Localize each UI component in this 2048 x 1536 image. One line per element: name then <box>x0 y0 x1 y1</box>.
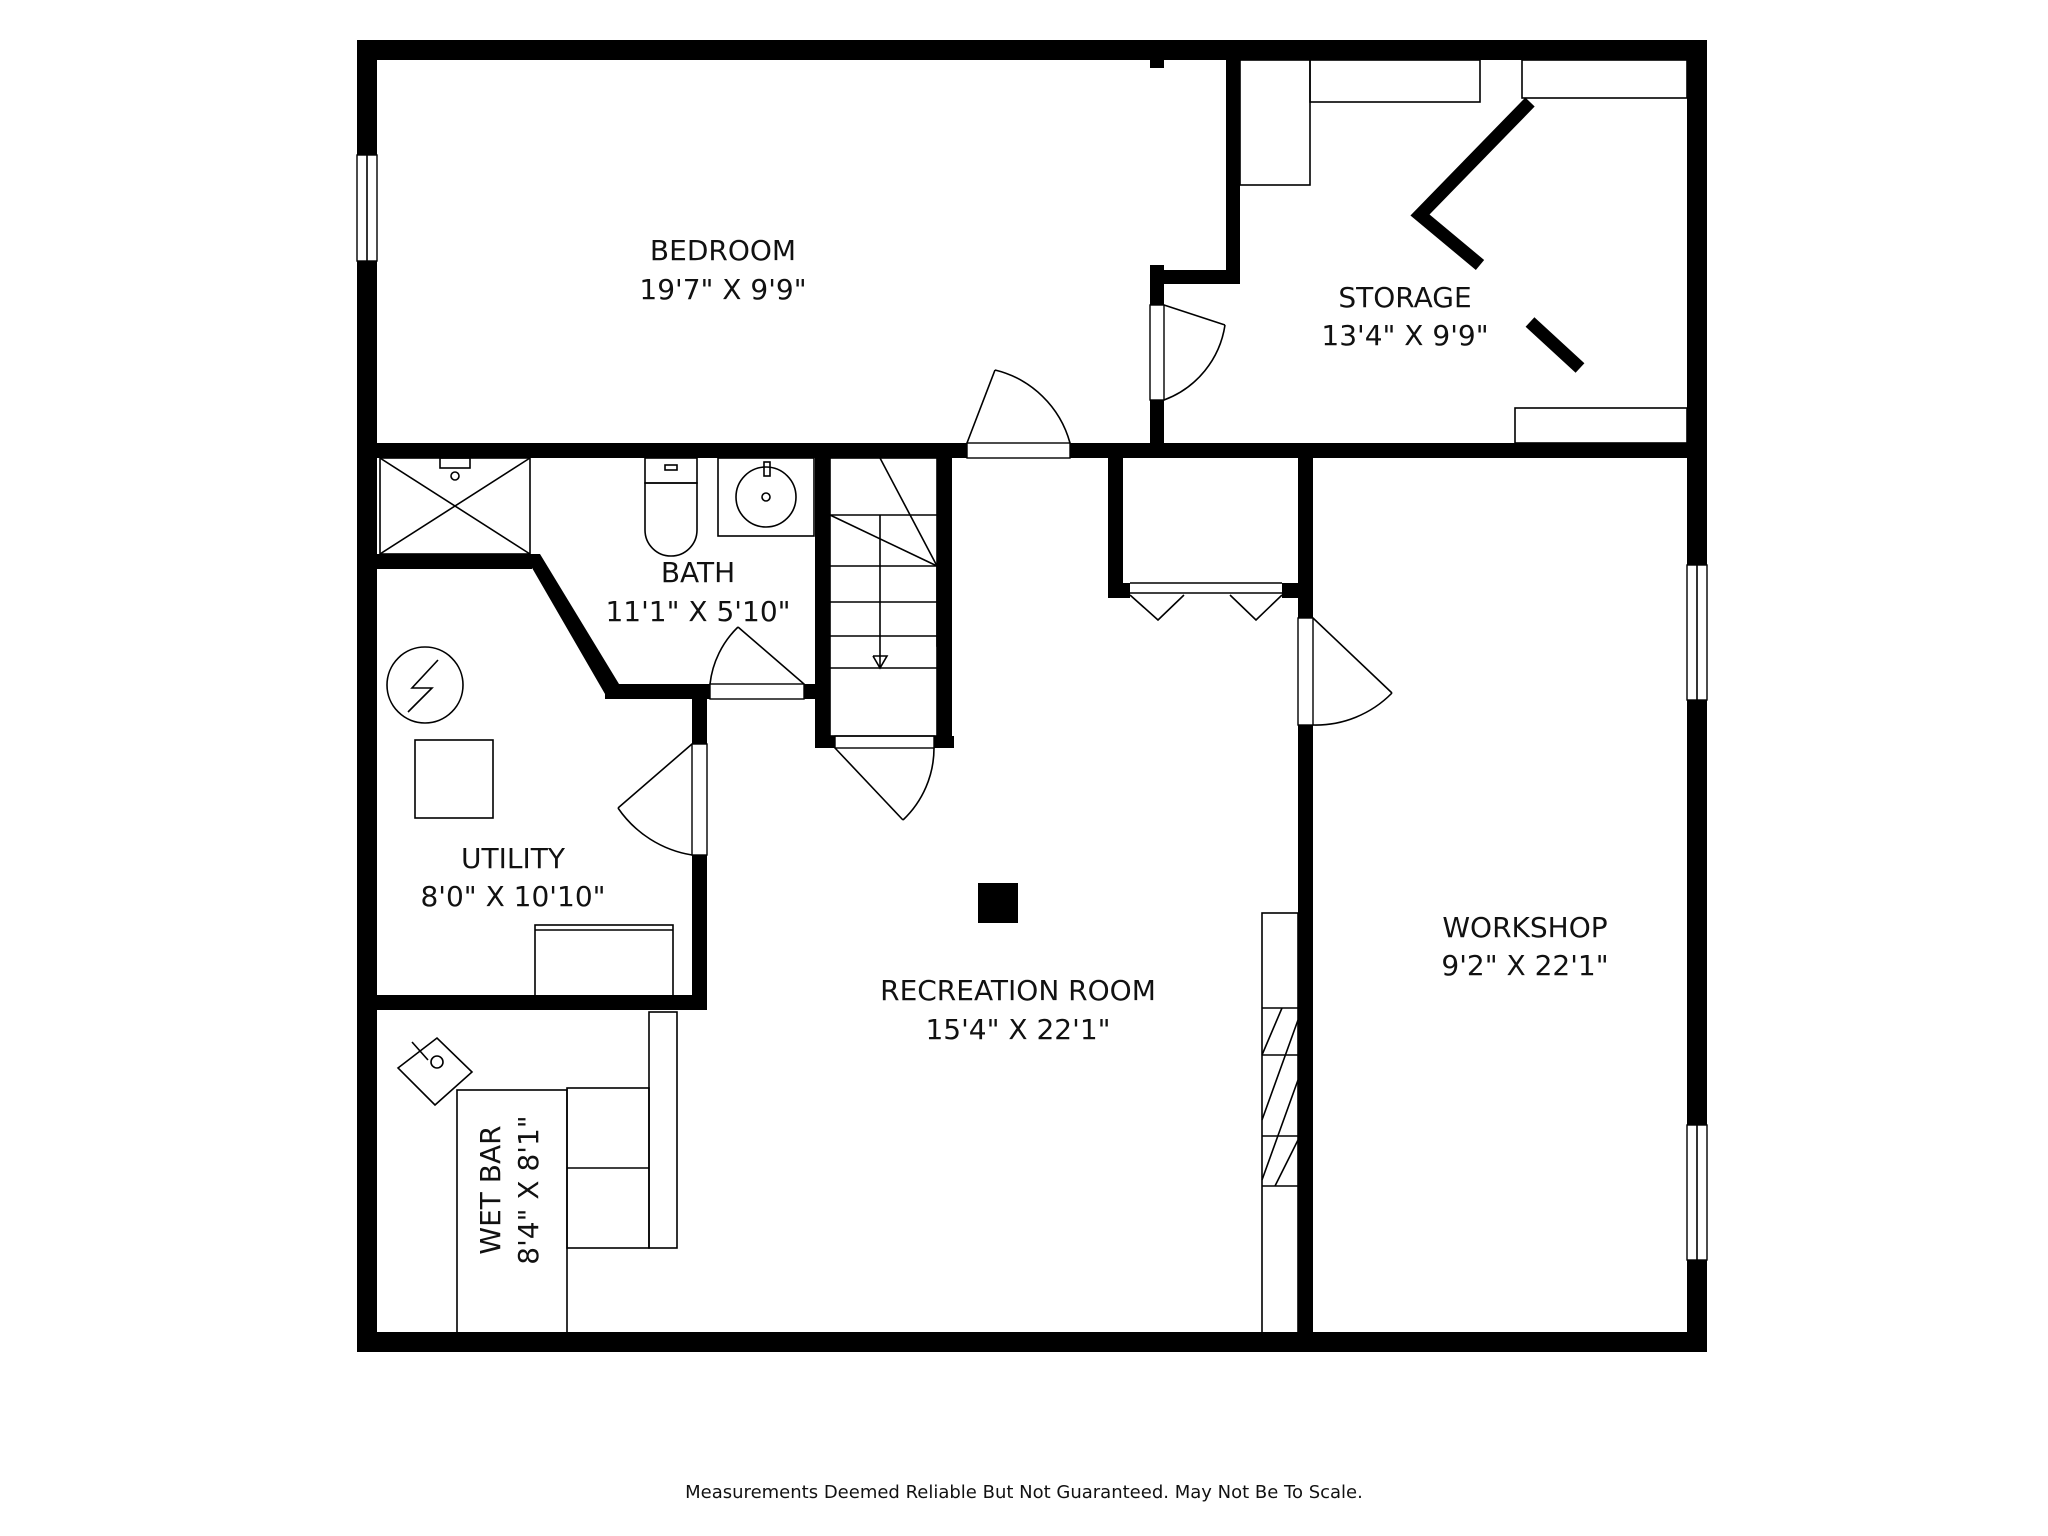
wet-bar-fixtures <box>396 1011 678 1336</box>
bath-fixtures <box>379 457 815 557</box>
utility-fixtures <box>386 646 674 1001</box>
storage-fixtures <box>1239 59 1688 444</box>
outer-walls <box>357 40 1707 1352</box>
staircase <box>829 457 948 737</box>
interior-walls <box>357 58 1707 1342</box>
room-label-bedroom: BEDROOM 19'7" X 9'9" <box>639 234 806 306</box>
windows <box>356 154 1708 1261</box>
recreation-fixtures <box>978 883 1299 1336</box>
room-dimensions: 13'4" X 9'9" <box>1321 319 1488 352</box>
room-label-recreation: RECREATION ROOM 15'4" X 22'1" <box>880 974 1156 1046</box>
room-name: UTILITY <box>461 842 566 875</box>
room-dimensions: 19'7" X 9'9" <box>639 273 806 306</box>
room-label-utility: UTILITY 8'0" X 10'10" <box>420 842 605 913</box>
room-label-wet-bar: WET BAR 8'4" X 8'1" <box>474 1115 545 1264</box>
room-name: RECREATION ROOM <box>880 974 1156 1007</box>
room-name: STORAGE <box>1338 281 1471 314</box>
room-dimensions: 15'4" X 22'1" <box>925 1013 1110 1046</box>
room-label-bath: BATH 11'1" X 5'10" <box>605 556 790 628</box>
room-dimensions: 11'1" X 5'10" <box>605 595 790 628</box>
room-name: BATH <box>661 556 735 589</box>
room-dimensions: 9'2" X 22'1" <box>1441 949 1608 982</box>
room-name: WORKSHOP <box>1442 911 1607 944</box>
room-dimensions: 8'0" X 10'10" <box>420 880 605 913</box>
room-label-storage: STORAGE 13'4" X 9'9" <box>1321 281 1488 352</box>
room-label-workshop: WORKSHOP 9'2" X 22'1" <box>1441 911 1608 982</box>
room-name: WET BAR <box>474 1125 507 1254</box>
room-dimensions: 8'4" X 8'1" <box>512 1115 545 1264</box>
room-name: BEDROOM <box>650 234 796 267</box>
disclaimer-text: Measurements Deemed Reliable But Not Gua… <box>685 1482 1363 1503</box>
